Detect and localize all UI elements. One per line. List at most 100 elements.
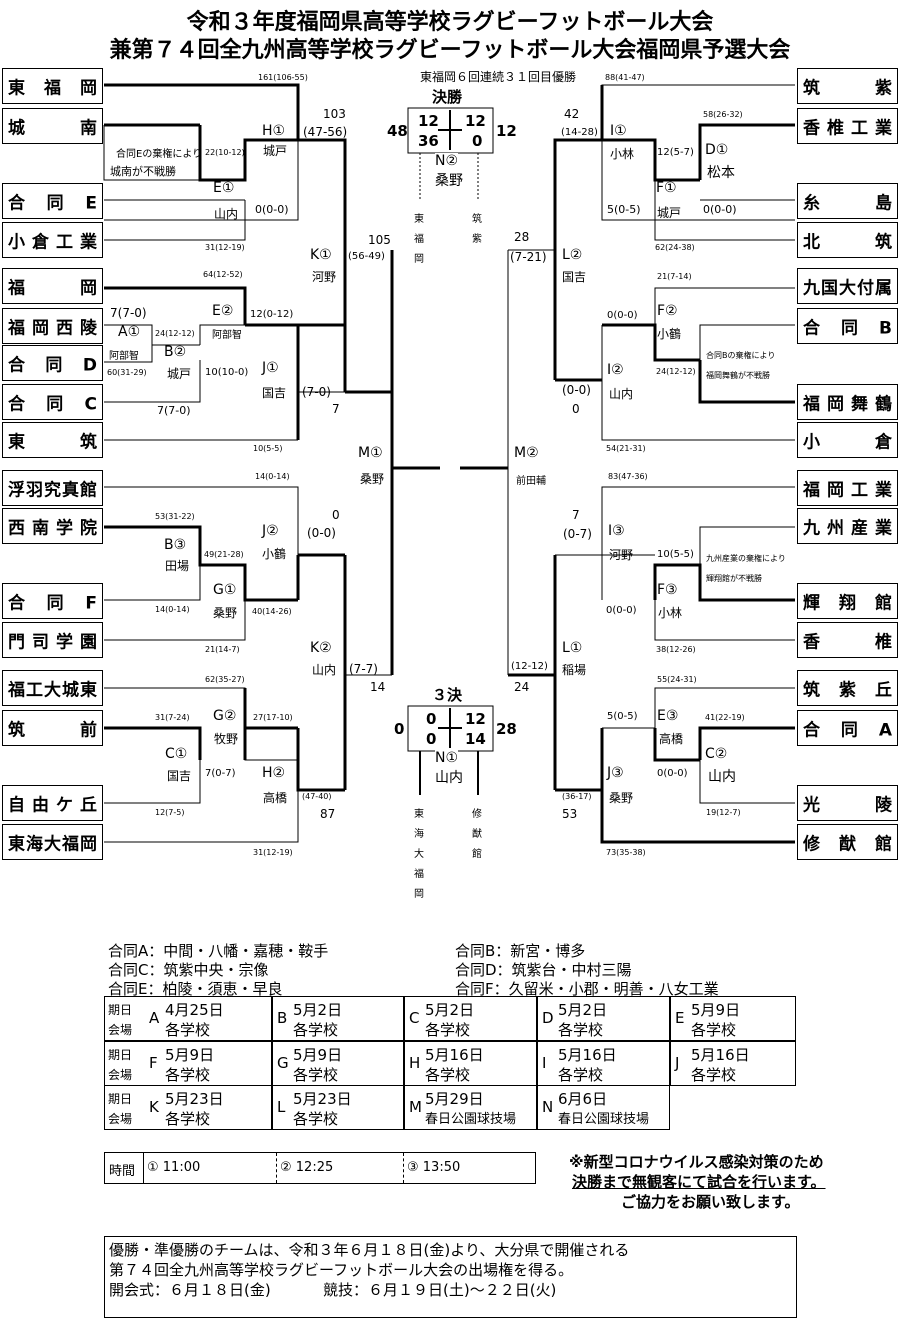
right-team-box: 福岡工業 [797,470,898,506]
schedule-date: 5月23日 [293,1090,352,1108]
right-team-box: 香 椎 [797,622,898,658]
score: 21(14-7) [205,645,240,654]
left-team-box: 小倉工業 [2,222,103,258]
notice-line1: ※新型コロナウイルス感染対策のため [569,1153,824,1171]
score: (47-40) [302,792,332,801]
right-team-name: 糸 島 [803,193,892,214]
score: 40(14-26) [252,607,292,616]
joint-team-B: 合同B：新宮・博多 [455,942,586,960]
right-team-box: 北 筑 [797,222,898,258]
score: (56-49) [348,251,385,262]
match-label: B② [164,344,187,360]
divider [276,1153,277,1183]
venue-label: 高橋 [659,732,684,746]
schedule-venue: 各学校 [558,1066,604,1084]
score: (7-21) [510,250,547,264]
score: 5(0-5) [607,711,638,722]
note: 福岡舞鶴が不戦勝 [706,371,770,380]
score: 14 [370,680,386,694]
score: 49(21-28) [204,550,244,559]
match-label: J② [262,523,279,539]
score: 0(0-0) [703,203,737,216]
score: 0(0-0) [606,605,637,616]
third-h2-left: 0 [426,730,437,748]
venue-label: 山内 [214,207,239,221]
match-label: I② [607,362,624,378]
left-team-name: 福工大城東 [8,680,97,701]
left-team-name: 合 同 E [8,193,97,214]
third-heading: ３決 [432,686,463,704]
score: 0(0-0) [607,310,638,321]
score: 7(7-0) [110,306,147,320]
right-team-name: 香 椎 [803,632,892,653]
note: 輝翔館が不戦勝 [706,574,762,583]
score: 24 [514,680,530,694]
schedule-venue: 各学校 [425,1066,471,1084]
score: 7(0-7) [205,768,236,779]
match-label: C① [165,746,188,762]
score: (7-0) [302,385,331,399]
right-team-box: 九国大付属 [797,268,898,304]
venue-label: 国吉 [262,386,287,400]
score: 7 [332,402,340,416]
match-label: J① [262,360,279,376]
right-team-name: 小 倉 [803,432,892,453]
match-label: E③ [657,708,679,724]
footer-line2: 第７４回全九州高等学校ラグビーフットボール大会の出場権を得る。 [109,1261,574,1279]
score: 31(12-19) [253,848,293,857]
third-h2-right: 14 [465,730,486,748]
score: 42 [564,107,580,121]
match-label: I③ [608,523,625,539]
venue-label: 小林 [610,147,635,161]
venue-label: 松本 [707,165,735,181]
score: 73(35-38) [606,848,646,857]
schedule-venue: 各学校 [165,1021,211,1039]
schedule-date: 5月29日 [425,1090,484,1108]
notice-line2: 決勝まで無観客にて試合を行います。 [572,1173,826,1191]
score: 12(0-12) [250,309,294,320]
left-team-box: 福岡西陵 [2,308,103,344]
footer-line3b: 競技：６月１９日(土)～２２日(火) [323,1281,557,1299]
match-label: M① [358,445,383,461]
schedule-match-key: B [277,1009,288,1027]
left-team-name: 合 同 F [8,593,97,614]
score: 27(17-10) [253,713,293,722]
schedule-date: 6月6日 [558,1090,608,1108]
venue-label: 城戸 [263,144,288,158]
right-team-box: 輝 翔 館 [797,583,898,619]
right-team-name: 輝 翔 館 [803,593,892,614]
schedule-date-label: 期日 [108,1003,133,1017]
match-label: K① [310,247,332,263]
score: (14-28) [561,127,598,138]
venue-label: 桑野 [360,472,385,486]
left-team-name: 合 同 D [8,355,97,376]
schedule-match-key: I [542,1054,547,1072]
left-team-box: 城 南 [2,108,103,144]
score: 62(24-38) [655,243,695,252]
left-team-name: 西南学院 [8,518,97,539]
match-label: A① [118,324,141,340]
venue-label: 小鶴 [657,327,682,341]
vertical-char: 福 [414,869,424,880]
final-match: N② [435,153,459,169]
venue-label: 前田輔 [516,476,546,487]
score: 53 [562,807,578,821]
final-right-total: 12 [496,122,517,140]
joint-team-D: 合同D：筑紫台・中村三陽 [455,961,632,979]
match-label: H① [262,123,286,139]
match-label: G② [213,708,237,724]
score: 7 [572,508,580,522]
third-match: N① [435,750,459,766]
final-heading: 決勝 [432,88,463,106]
left-team-name: 東海大福岡 [8,834,97,855]
right-team-name: 筑 紫 丘 [803,680,892,701]
note: 九州産業の棄権により [706,554,786,563]
right-team-name: 福岡舞鶴 [803,394,892,415]
schedule-venue: 春日公園球技場 [425,1112,517,1127]
